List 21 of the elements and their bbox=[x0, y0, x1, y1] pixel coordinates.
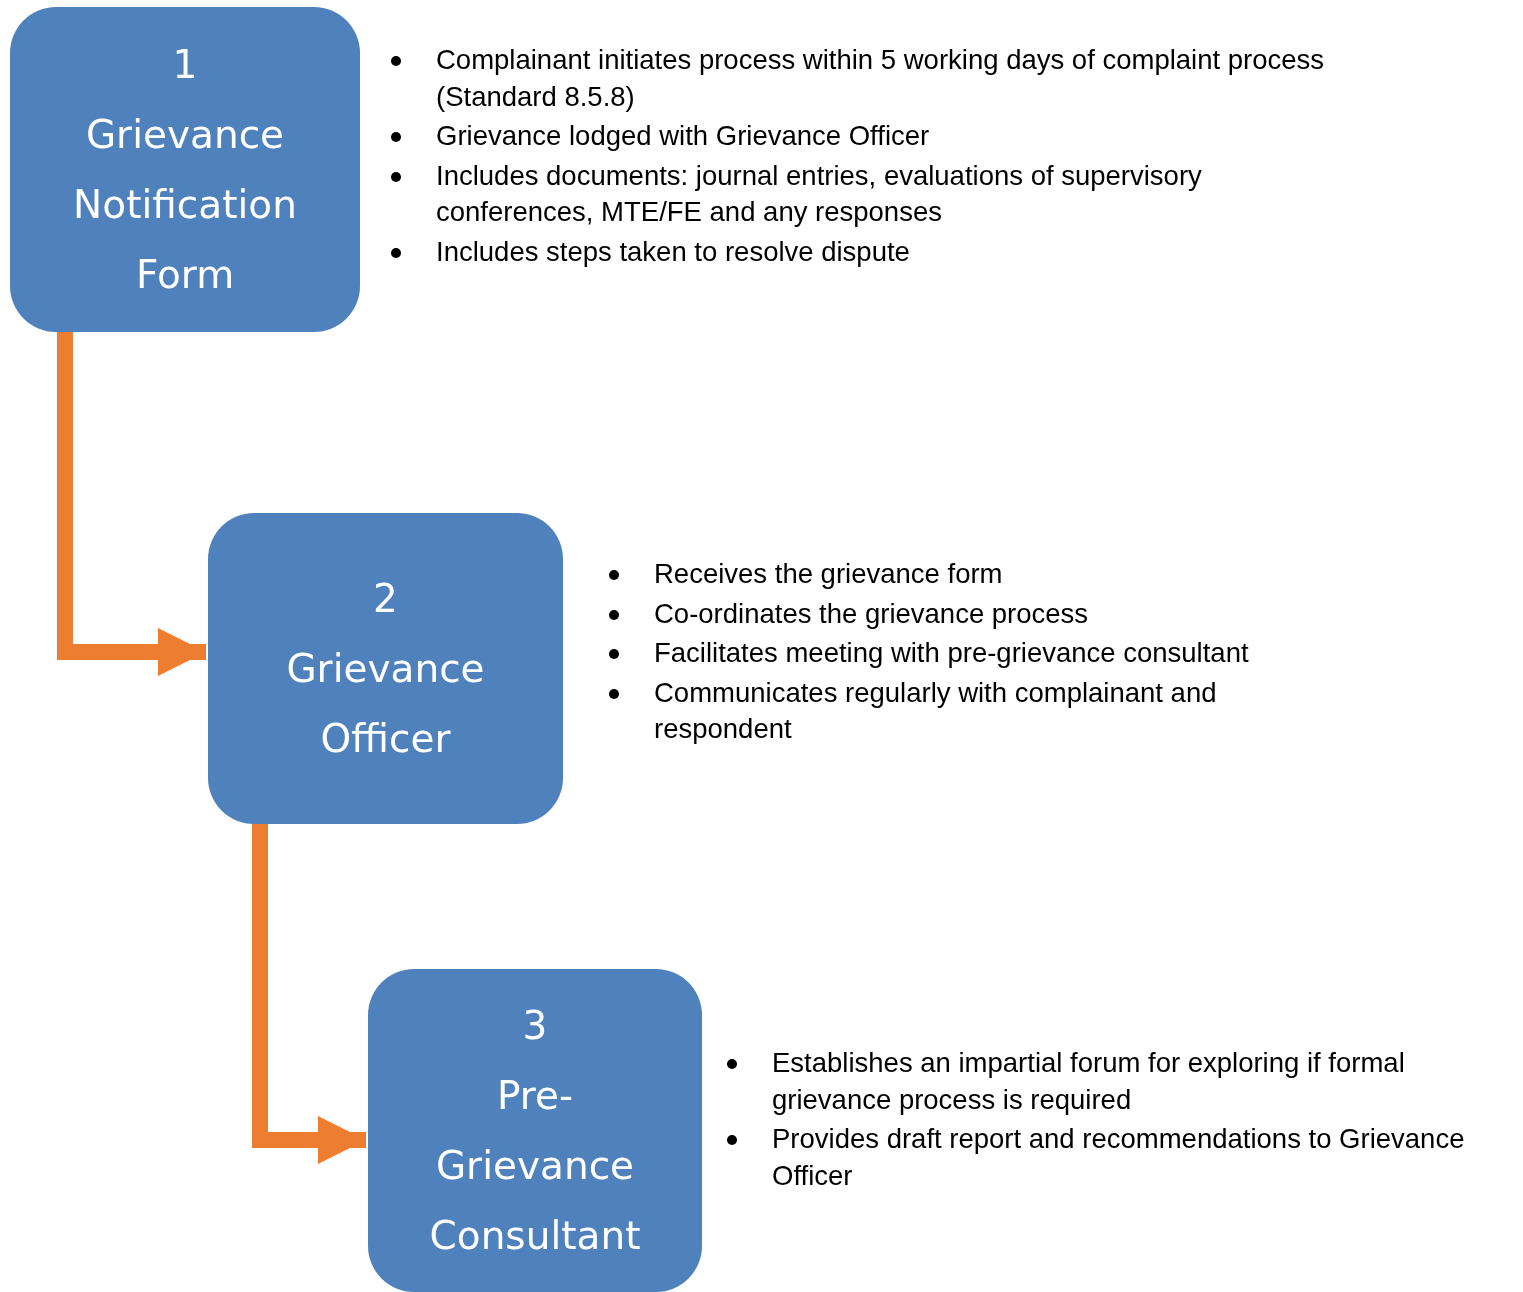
step-title: Grievance Notification Form bbox=[72, 110, 298, 299]
process-box bbox=[208, 513, 563, 824]
bullet-text: Communicates regularly with complainant and respondent bbox=[654, 676, 1217, 744]
step-title: Pre-Grievance Consultant bbox=[428, 1071, 642, 1260]
bullet-text: Grievance lodged with Grievance Officer bbox=[436, 120, 930, 151]
process-box bbox=[368, 969, 702, 1292]
bullet-text: Receives the grievance form bbox=[654, 558, 1003, 589]
bullet-text: Provides draft report and recommendations to Grievance Officer bbox=[772, 1123, 1465, 1191]
step-number: 1 bbox=[172, 40, 198, 89]
bullet-text: Facilitates meeting with pre-grievance consultant bbox=[654, 637, 1249, 668]
step-number: 3 bbox=[522, 1001, 548, 1050]
bullet-text: Co-ordinates the grievance process bbox=[654, 597, 1089, 629]
bullet-text: Includes steps taken to resolve dispute bbox=[436, 235, 910, 267]
bullet-text: Complainant initiates process within 5 working days of complaint process (Standard 8.5.8) bbox=[436, 44, 1325, 112]
step-title: Grievance Officer bbox=[285, 644, 486, 763]
arrow bbox=[57, 332, 206, 676]
arrow bbox=[252, 824, 366, 1164]
step-number: 2 bbox=[373, 574, 398, 623]
process-box bbox=[10, 7, 360, 332]
bullet-text: Includes documents: journal entries, evaluations of supervisory conferences, MTE/FE and any responses bbox=[436, 159, 1202, 227]
bullet-text: Establishes an impartial forum for exploring if formal grievance process is required bbox=[772, 1047, 1405, 1115]
